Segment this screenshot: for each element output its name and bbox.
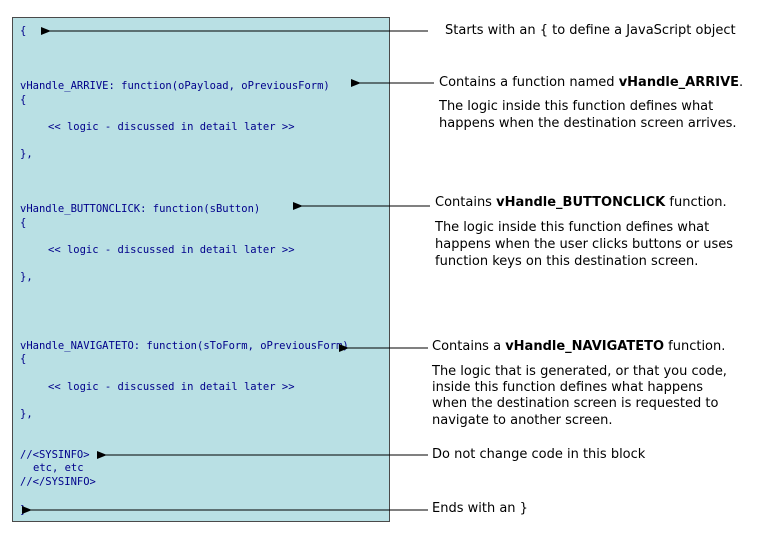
note-navigateto-desc-4: navigate to another screen. (432, 413, 613, 428)
code-arrive-signature: vHandle_ARRIVE: function(oPayload, oPrev… (20, 80, 330, 92)
note-arrive-function-name: vHandle_ARRIVE (618, 75, 740, 90)
code-buttonclick-open: { (20, 217, 27, 229)
note-arrive-desc-2: happens when the destination screen arri… (439, 116, 737, 131)
code-buttonclick-close: }, (20, 271, 33, 283)
note-navigateto-function-name: vHandle_NAVIGATETO (505, 339, 665, 354)
code-navigateto-close: }, (20, 408, 33, 420)
note-buttonclick-title: Contains vHandle_BUTTONCLICK function. (435, 195, 727, 210)
code-navigateto-logic: << logic - discussed in detail later >> (48, 381, 295, 393)
code-sysinfo-close: //</SYSINFO> (20, 476, 96, 488)
code-buttonclick-signature: vHandle_BUTTONCLICK: function(sButton) (20, 203, 261, 215)
note-navigateto-desc-3: when the destination screen is requested… (432, 396, 719, 411)
code-navigateto-signature: vHandle_NAVIGATETO: function(sToForm, oP… (20, 340, 349, 352)
note-sysinfo: Do not change code in this block (432, 447, 646, 462)
code-navigateto-open: { (20, 353, 27, 365)
code-panel (12, 17, 390, 522)
note-buttonclick-desc-1: The logic inside this function defines w… (435, 220, 710, 235)
code-sysinfo-etc: etc, etc (33, 462, 84, 474)
note-start: Starts with an { to define a JavaScript … (445, 23, 736, 38)
code-arrive-logic: << logic - discussed in detail later >> (48, 121, 295, 133)
note-arrive-desc-1: The logic inside this function defines w… (439, 99, 714, 114)
code-sysinfo-open: //<SYSINFO> (20, 449, 90, 461)
note-buttonclick-desc-3: function keys on this destination screen… (435, 254, 699, 269)
note-navigateto-title: Contains a vHandle_NAVIGATETO function. (432, 339, 726, 354)
note-arrive-title: Contains a function named vHandle_ARRIVE… (439, 75, 744, 90)
code-arrive-close: }, (20, 148, 33, 160)
code-buttonclick-logic: << logic - discussed in detail later >> (48, 244, 295, 256)
note-end: Ends with an } (432, 501, 528, 516)
note-navigateto-desc-1: The logic that is generated, or that you… (432, 364, 727, 379)
note-navigateto-desc-2: inside this function defines what happen… (432, 380, 704, 395)
note-buttonclick-function-name: vHandle_BUTTONCLICK (496, 195, 666, 210)
note-buttonclick-desc-2: happens when the user clicks buttons or … (435, 237, 733, 252)
code-open-brace: { (20, 25, 27, 37)
code-arrive-open: { (20, 94, 27, 106)
